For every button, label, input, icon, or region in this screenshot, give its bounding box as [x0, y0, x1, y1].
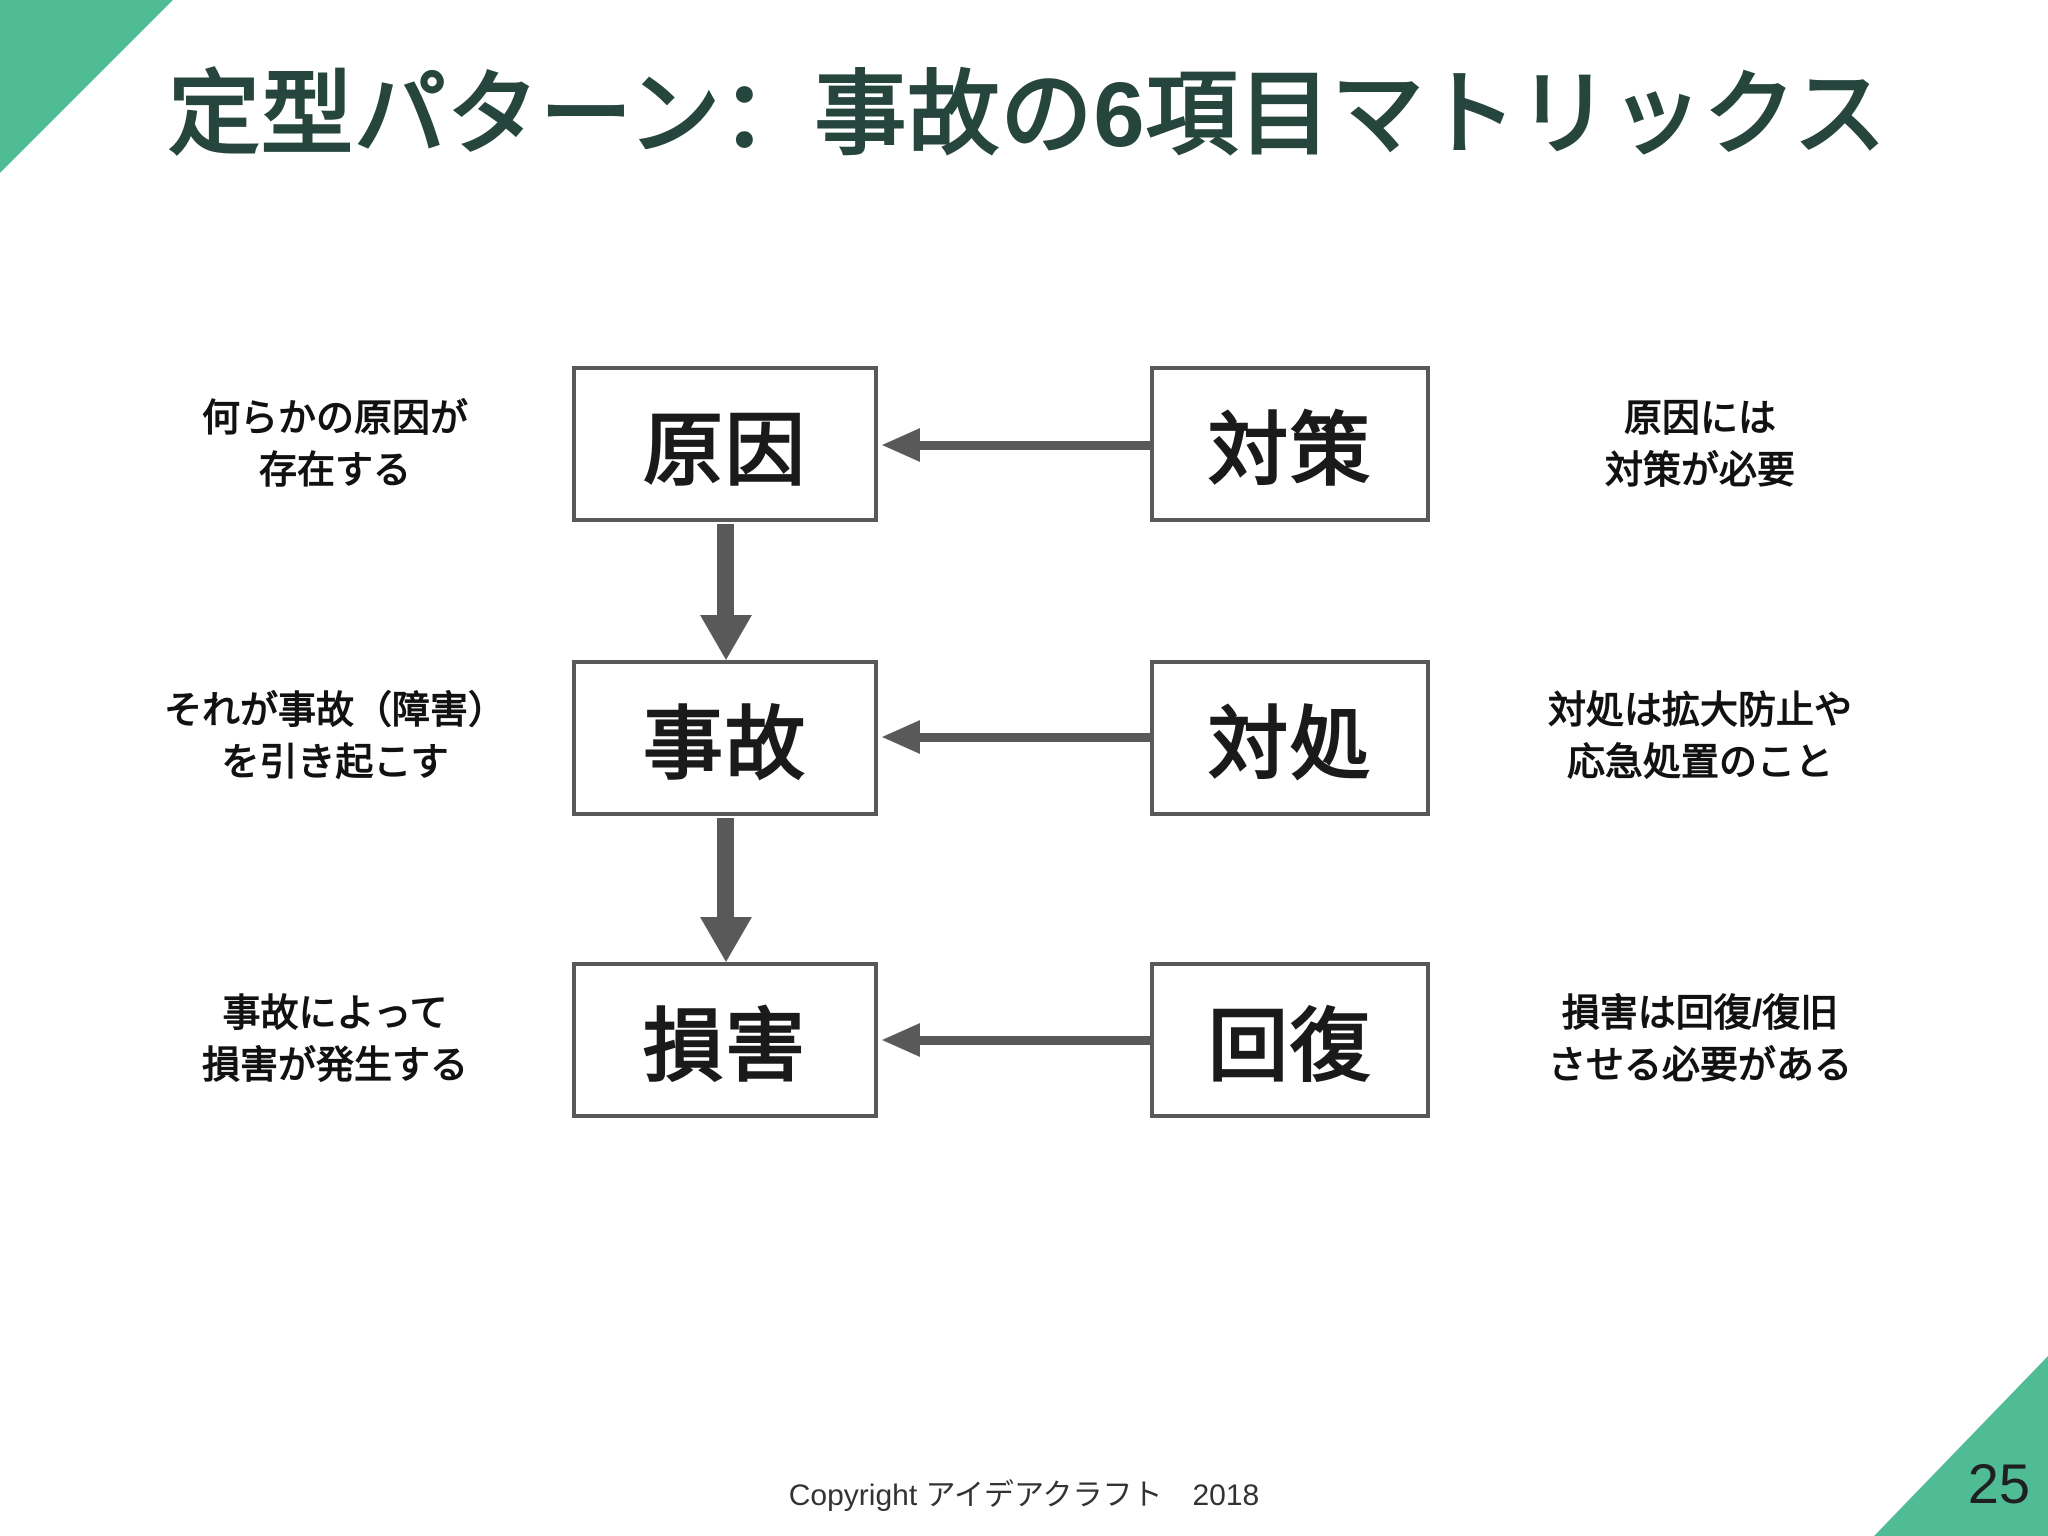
annotation-left-damage: 事故によって 損害が発生する — [110, 988, 560, 1092]
arrow-head-down-icon — [699, 615, 752, 660]
note-line: 原因には — [1623, 398, 1776, 440]
note-line: 応急処置のこと — [1566, 742, 1833, 784]
box-label: 事故 — [643, 700, 807, 789]
box-label: 原因 — [643, 406, 807, 495]
arrow-recovery-to-damage — [882, 1023, 1150, 1057]
copyright-text: Copyright アイデアクラフト 2018 — [788, 1479, 1260, 1512]
arrow-head-left-icon — [882, 1023, 920, 1057]
arrow-shaft — [920, 732, 1150, 742]
page-number: 25 — [1967, 1452, 2030, 1515]
arrow-head-left-icon — [882, 720, 920, 754]
annotation-left-cause: 何らかの原因が 存在する — [110, 393, 560, 497]
arrow-cause-to-accident — [699, 524, 752, 660]
box-countermeasure: 対策 — [1150, 366, 1430, 522]
annotation-right-response: 対処は拡大防止や 応急処置のこと — [1460, 685, 1940, 789]
note-line: 存在する — [258, 450, 411, 492]
note-line: を引き起こす — [221, 742, 449, 784]
arrow-head-left-icon — [882, 428, 920, 462]
box-label: 対処 — [1208, 700, 1372, 789]
arrow-countermeasure-to-cause — [882, 428, 1150, 462]
note-line: 損害は回復/復旧 — [1561, 993, 1839, 1035]
arrow-accident-to-damage — [699, 818, 752, 962]
corner-triangle-top-left — [0, 0, 173, 173]
annotation-right-countermeasure: 原因には 対策が必要 — [1460, 393, 1940, 497]
note-line: 何らかの原因が — [201, 398, 468, 440]
annotation-left-accident: それが事故（障害） を引き起こす — [110, 685, 560, 789]
arrow-shaft — [717, 524, 734, 615]
page-title: 定型パターン：事故の6項目マトリックス — [168, 64, 1887, 166]
box-cause: 原因 — [572, 366, 878, 522]
note-line: 対処は拡大防止や — [1547, 690, 1852, 732]
box-damage: 損害 — [572, 962, 878, 1118]
box-response: 対処 — [1150, 660, 1430, 816]
note-line: 損害が発生する — [201, 1045, 468, 1087]
arrow-response-to-accident — [882, 720, 1150, 754]
box-label: 対策 — [1208, 406, 1372, 495]
arrow-head-down-icon — [699, 917, 752, 962]
box-label: 回復 — [1208, 1002, 1372, 1091]
annotation-right-recovery: 損害は回復/復旧 させる必要がある — [1460, 988, 1940, 1092]
arrow-shaft — [717, 818, 734, 917]
box-label: 損害 — [643, 1002, 807, 1091]
note-line: させる必要がある — [1547, 1045, 1852, 1087]
note-line: それが事故（障害） — [163, 690, 506, 732]
box-accident: 事故 — [572, 660, 878, 816]
arrow-shaft — [920, 1035, 1150, 1045]
box-recovery: 回復 — [1150, 962, 1430, 1118]
arrow-shaft — [920, 440, 1150, 450]
note-line: 対策が必要 — [1604, 450, 1795, 492]
note-line: 事故によって — [222, 993, 448, 1035]
